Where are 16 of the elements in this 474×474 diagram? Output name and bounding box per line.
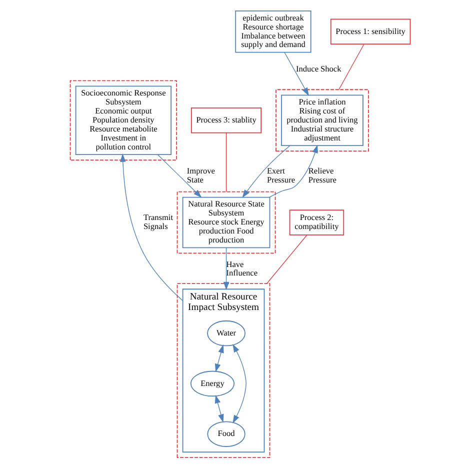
arrow — [242, 145, 290, 198]
arrow — [284, 52, 308, 96]
cluster — [275, 89, 368, 152]
arrow — [268, 144, 318, 198]
cluster — [176, 283, 270, 458]
arrow — [232, 344, 246, 424]
arrow — [214, 344, 224, 372]
arrow — [120, 154, 183, 302]
arrow — [222, 247, 229, 290]
arrow — [156, 154, 202, 198]
connector — [225, 132, 226, 192]
cluster — [69, 80, 177, 160]
cluster — [176, 191, 276, 254]
connector — [266, 234, 307, 284]
arrow — [214, 394, 224, 423]
connector — [338, 44, 364, 90]
